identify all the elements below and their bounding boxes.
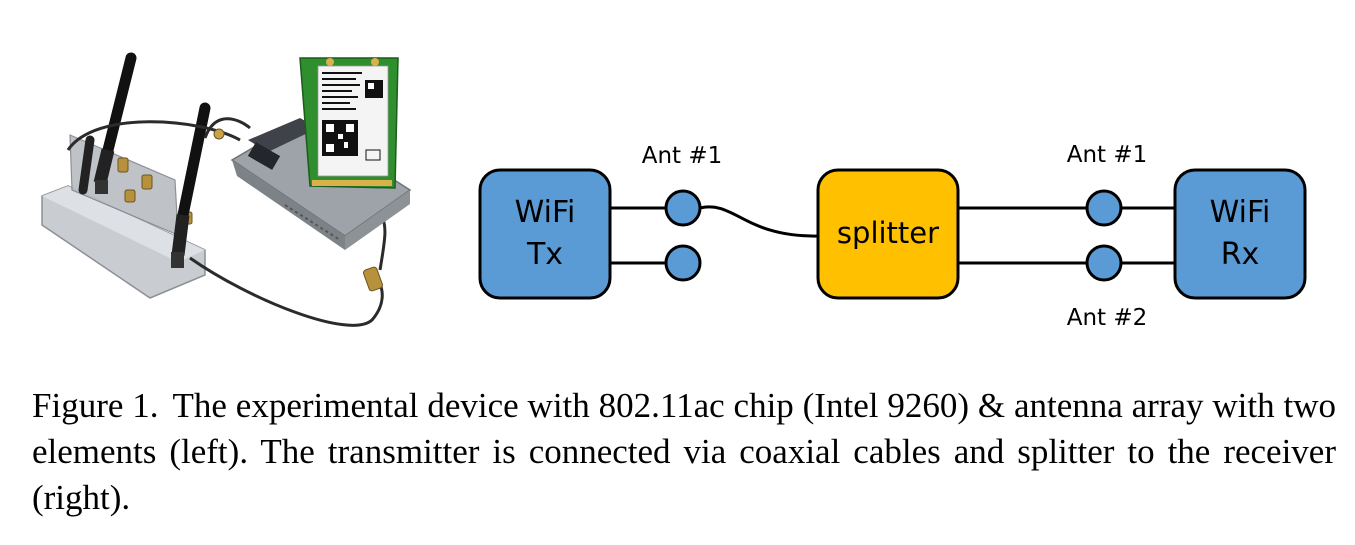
wifi-rx-box: WiFi Rx: [1173, 168, 1307, 300]
wifi-tx-label-line2: Tx: [526, 237, 563, 272]
splitter-label: splitter: [837, 216, 939, 250]
qr-code: [322, 120, 358, 156]
tx-antenna-1: [664, 189, 702, 227]
antenna-1: [93, 52, 137, 194]
caption-text: The experimental device with 802.11ac ch…: [32, 386, 1336, 517]
rx-ant2-label: Ant #2: [1067, 305, 1148, 331]
wifi-rx-label-line2: Rx: [1221, 237, 1260, 272]
figure-label: Figure 1.: [32, 386, 159, 425]
rx-antenna-1: [1085, 189, 1123, 227]
block-diagram: WiFi Tx Ant #1 splitter Ant #1 Ant #2 Wi…: [478, 142, 1307, 331]
wifi-tx-label-line1: WiFi: [515, 195, 576, 230]
tx-antenna-2: [664, 244, 702, 282]
rx-antenna-2: [1085, 244, 1123, 282]
tx-ant1-label: Ant #1: [642, 143, 723, 169]
wifi-rx-label-line1: WiFi: [1210, 195, 1271, 230]
connection-lines: [610, 205, 1175, 265]
wifi-tx-box: WiFi Tx: [478, 168, 612, 300]
device-photo: [41, 52, 412, 327]
figure-caption: Figure 1.The experimental device with 80…: [32, 383, 1336, 521]
figure-artwork: WiFi Tx Ant #1 splitter Ant #1 Ant #2 Wi…: [41, 52, 1307, 331]
sma-connectors: [117, 157, 193, 225]
rx-ant1-label: Ant #1: [1067, 142, 1148, 168]
wifi-card: [299, 57, 399, 189]
splitter-box: splitter: [816, 168, 960, 300]
